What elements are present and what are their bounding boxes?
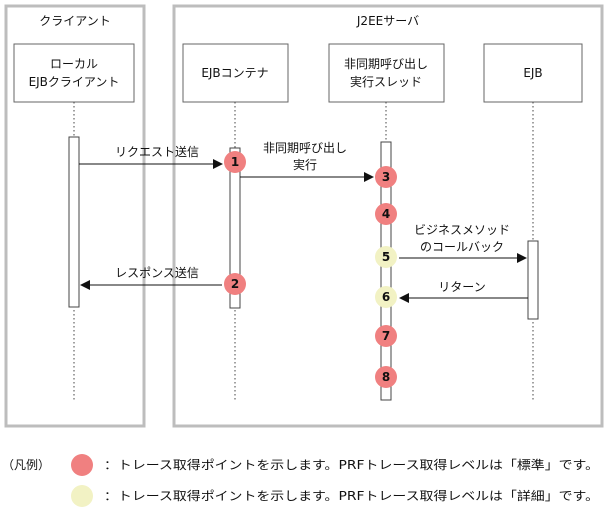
participant-local-client-label-line1: ローカル (50, 57, 98, 71)
trace-point-8: 8 (375, 366, 397, 388)
trace-point-2-marker (224, 273, 246, 295)
participant-ejb-container-label: EJBコンテナ (201, 66, 268, 80)
participant-ejb-container-box (182, 43, 289, 103)
trace-point-8-marker (375, 366, 397, 388)
trace-point-4-marker (375, 203, 397, 225)
server-group-label: J2EEサーバ (356, 14, 419, 28)
trace-point-1-number: 1 (231, 155, 239, 169)
activation-local-client (68, 136, 80, 308)
trace-point-7-number: 7 (382, 329, 390, 343)
trace-point-1-marker (224, 151, 246, 173)
participant-async-thread-label-line2: 実行スレッド (350, 74, 422, 89)
trace-point-7-marker (375, 325, 397, 347)
legend-detail-text: ：トレース取得ポイントを示します。PRFトレース取得レベルは「詳細」です。 (104, 488, 599, 503)
trace-point-7: 7 (375, 325, 397, 347)
trace-point-4-number: 4 (382, 207, 390, 221)
legend-standard-marker (71, 454, 93, 476)
client-group-label: クライアント (39, 14, 111, 28)
participant-local-client-box (13, 43, 135, 103)
legend-standard-text: ：トレース取得ポイントを示します。PRFトレース取得レベルは「標準」です。 (104, 457, 599, 472)
trace-point-3-marker (375, 166, 397, 188)
message-return-label: リターン (438, 280, 485, 294)
trace-point-5: 5 (375, 246, 397, 268)
server-group-frame (172, 4, 604, 428)
trace-point-1: 1 (224, 151, 246, 173)
trace-point-6-marker (375, 286, 397, 308)
participant-local-client-label-line2: EJBクライアント (29, 75, 120, 89)
client-group-frame (4, 4, 146, 428)
activation-async-thread (380, 141, 392, 401)
trace-point-5-number: 5 (382, 250, 390, 264)
trace-point-6-number: 6 (382, 290, 390, 304)
message-async-exec-label-line2: 実行 (293, 157, 317, 172)
message-request-send-label: リクエスト送信 (115, 144, 199, 159)
participant-async-thread-label-line1: 非同期呼び出し (344, 57, 428, 71)
trace-point-4: 4 (375, 203, 397, 225)
message-async-exec-label-line1: 非同期呼び出し (263, 141, 347, 155)
message-business-callback-label-line2: のコールバック (420, 240, 504, 254)
participant-ejb-label: EJB (523, 66, 542, 80)
trace-point-6: 6 (375, 286, 397, 308)
trace-point-8-number: 8 (382, 370, 390, 384)
message-business-callback-label-line1: ビジネスメソッド (414, 223, 510, 237)
activation-ejb-container (229, 147, 241, 309)
trace-point-3-number: 3 (382, 170, 390, 184)
participant-async-thread-box (328, 43, 445, 103)
activation-ejb (527, 240, 539, 320)
legend-detail-marker (71, 485, 93, 507)
trace-point-2: 2 (224, 273, 246, 295)
trace-point-5-marker (375, 246, 397, 268)
trace-point-3: 3 (375, 166, 397, 188)
message-response-send-label: レスポンス送信 (115, 265, 199, 280)
legend-prefix: （凡例） (2, 458, 50, 472)
trace-point-2-number: 2 (231, 277, 239, 291)
